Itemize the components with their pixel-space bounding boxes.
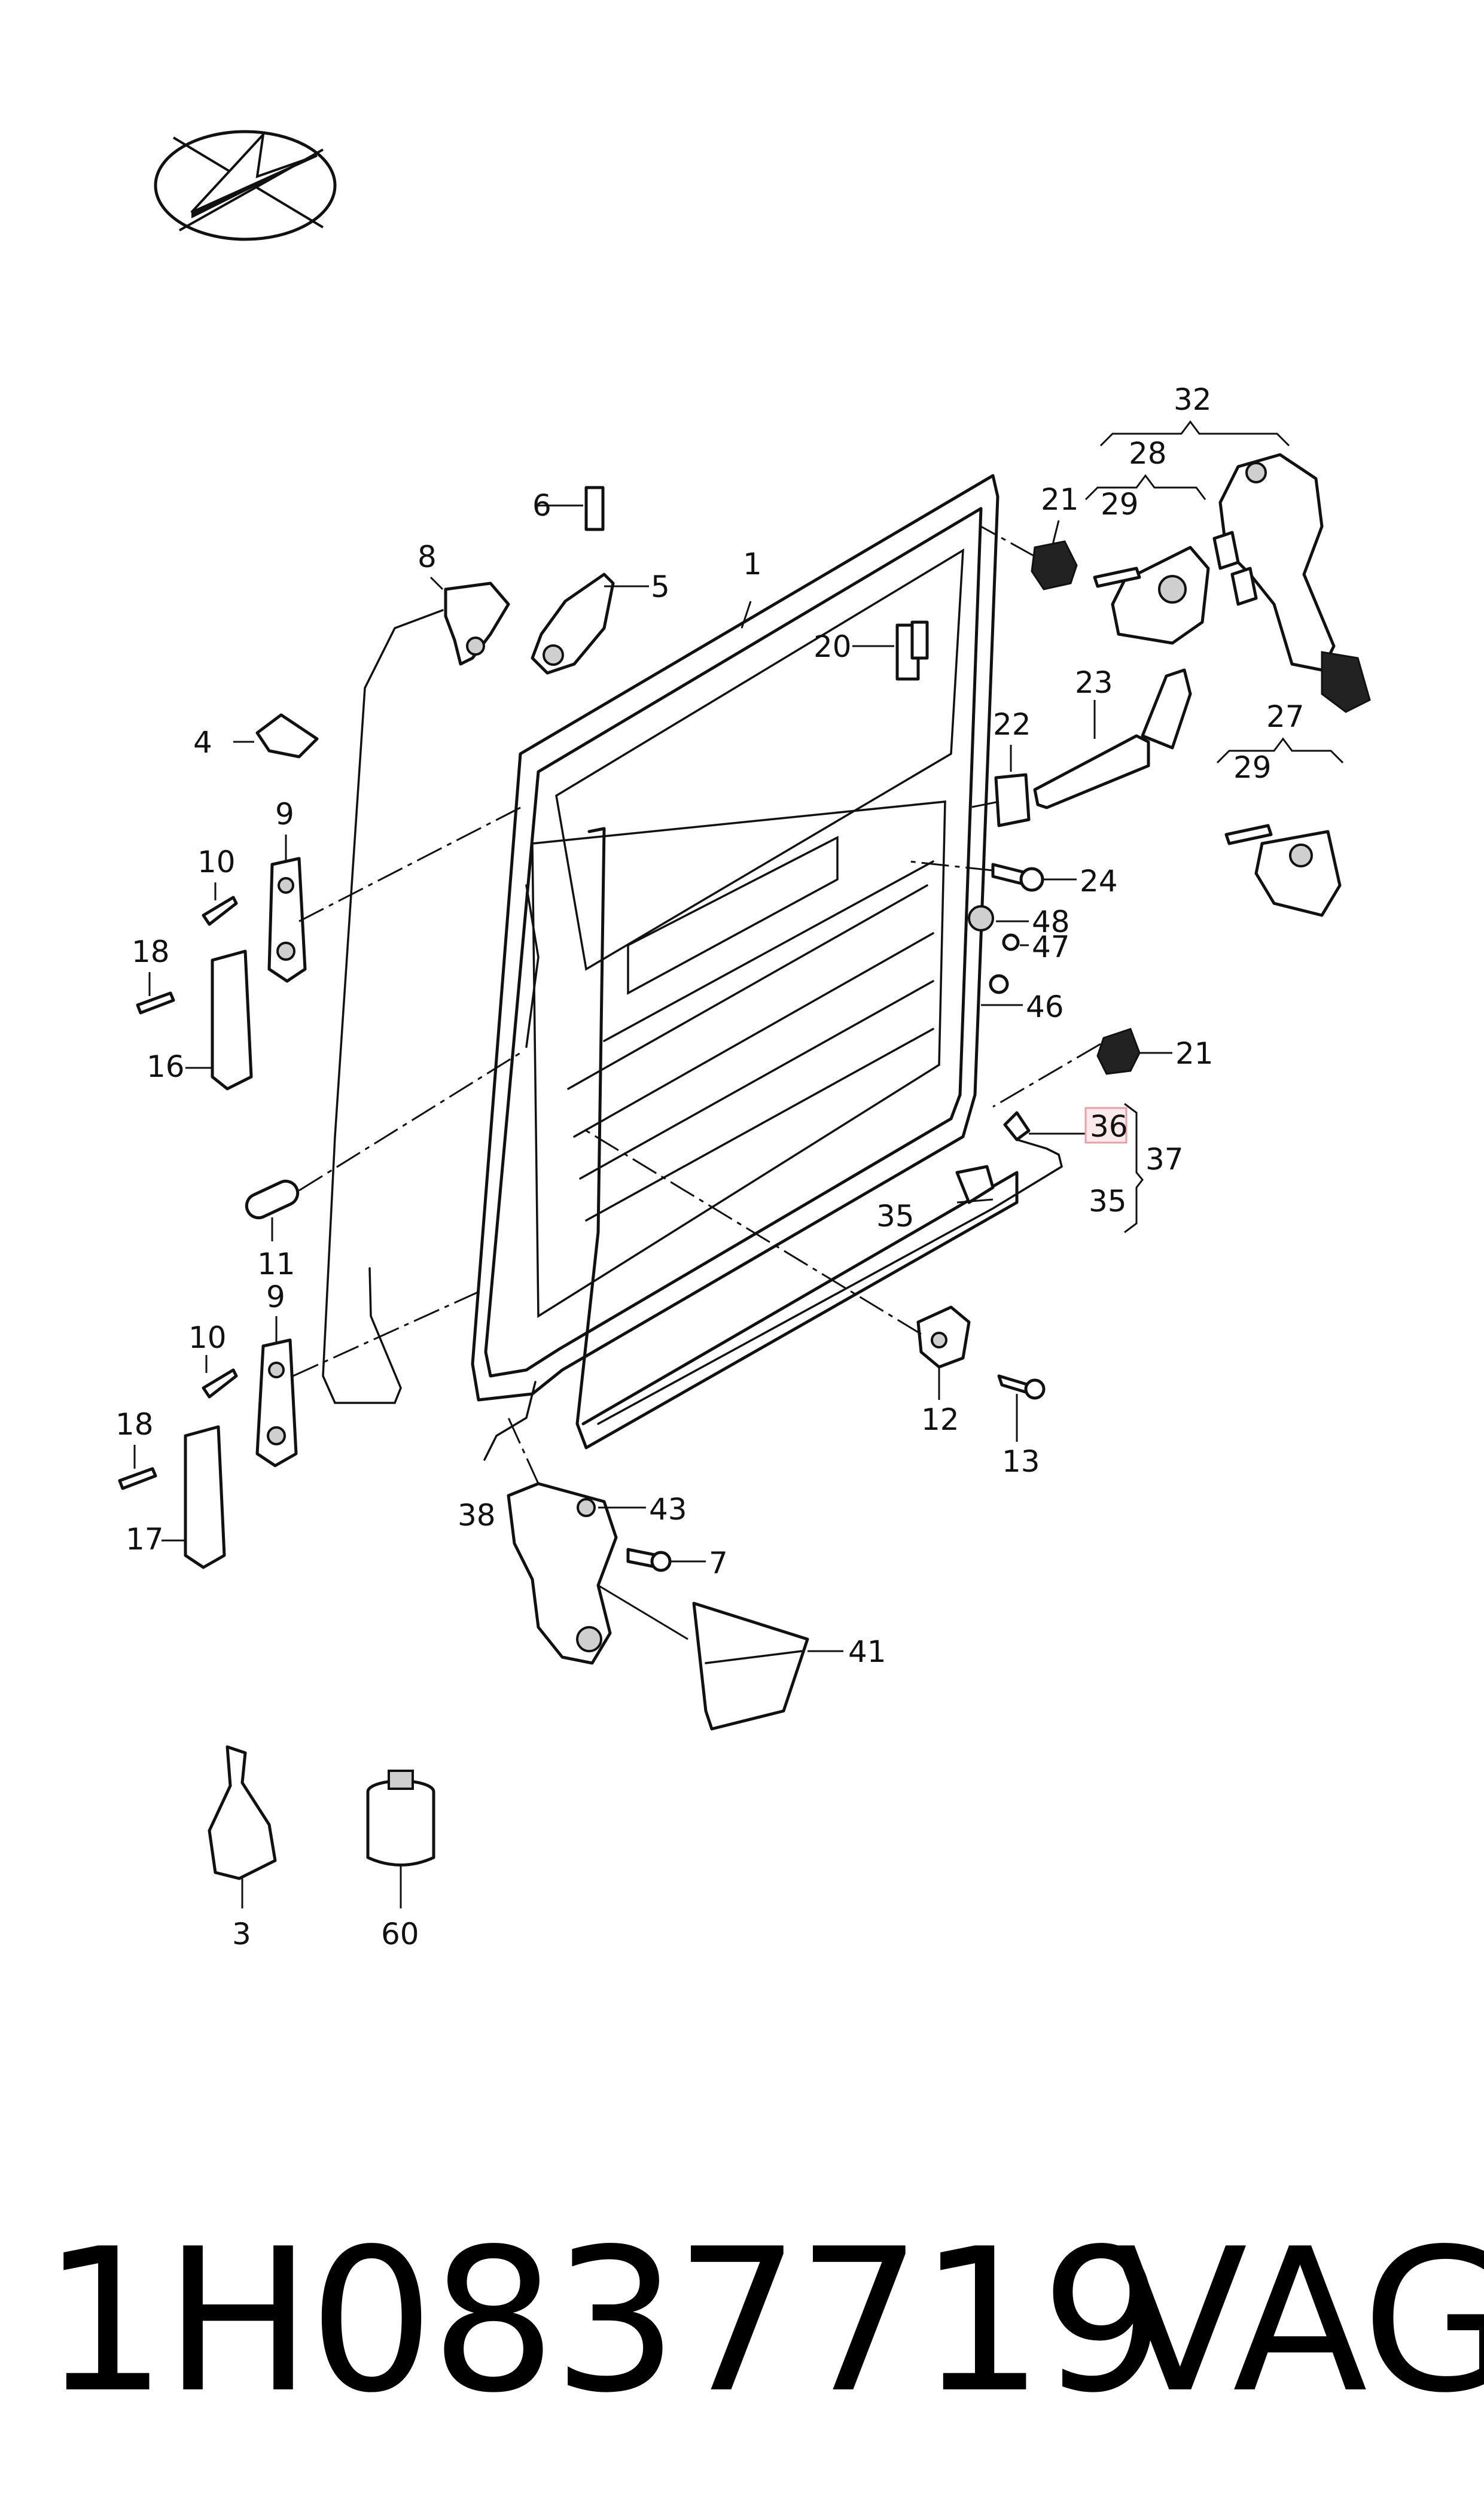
callout-24: 24	[1080, 864, 1118, 899]
footer: 1H0837719 VAG	[0, 2208, 1484, 2435]
hinge-assembly-lower	[118, 1288, 485, 1569]
door-cable	[322, 609, 444, 1404]
group-bracket-28	[1084, 474, 1206, 501]
bolt-13	[997, 1374, 1046, 1442]
canister-60	[366, 1770, 435, 1908]
grease-bag-3	[208, 1745, 277, 1908]
callout-9a: 9	[275, 797, 294, 832]
part-number: 1H0837719	[42, 2206, 1166, 2436]
callout-13: 13	[1002, 1444, 1040, 1479]
callout-12: 12	[921, 1402, 959, 1437]
lock-bracket-28	[1093, 546, 1210, 645]
bracket-8	[444, 581, 510, 666]
callout-22: 22	[993, 707, 1031, 742]
wire-38	[483, 1381, 537, 1461]
callout-9b: 9	[266, 1280, 285, 1314]
callout-35a: 35	[876, 1199, 915, 1234]
hinge-assembly-upper	[136, 806, 521, 1091]
callout-10b: 10	[188, 1320, 227, 1355]
callout-27: 27	[1266, 699, 1305, 734]
callout-5: 5	[651, 570, 670, 604]
callout-36: 36	[1090, 1109, 1128, 1144]
bolt-7	[626, 1548, 706, 1572]
cover-41	[598, 1584, 843, 1731]
callout-47: 47	[1032, 930, 1070, 964]
lower-hinge-43	[507, 1417, 646, 1665]
pad-4	[255, 713, 319, 759]
callout-21b: 21	[1175, 1036, 1214, 1071]
bumper-21-top	[980, 525, 1078, 590]
callout-37: 37	[1145, 1142, 1184, 1177]
sliding-door-panel	[471, 474, 1019, 1450]
callout-41: 41	[848, 1634, 886, 1669]
callout-21a: 21	[1041, 482, 1079, 517]
callout-28: 28	[1129, 436, 1167, 471]
block-22	[968, 745, 1031, 827]
callout-17: 17	[126, 1522, 164, 1557]
group-bracket-27	[1216, 737, 1344, 764]
callout-32: 32	[1174, 382, 1212, 417]
callout-23: 23	[1075, 665, 1113, 700]
callout-8: 8	[418, 540, 437, 574]
callout-11: 11	[257, 1247, 295, 1281]
rail-23	[1033, 668, 1192, 809]
callout-20: 20	[813, 629, 852, 664]
brand-name: VAG	[1113, 2206, 1484, 2436]
group-bracket-32	[1099, 420, 1290, 447]
bushing-11	[245, 1052, 521, 1220]
screw-24	[909, 860, 1077, 892]
callout-60: 60	[381, 1917, 419, 1951]
handle-12	[586, 1129, 971, 1400]
callout-6: 6	[532, 488, 551, 523]
callout-38: 38	[458, 1498, 496, 1533]
bolt-6	[538, 486, 605, 531]
bracket-27	[1224, 824, 1342, 917]
callout-29b: 29	[1233, 750, 1272, 785]
callout-29a: 29	[1101, 487, 1139, 522]
callout-16: 16	[147, 1049, 185, 1084]
guide-rod-35	[597, 1103, 1144, 1425]
callout-35b: 35	[1089, 1184, 1127, 1219]
callout-10a: 10	[197, 845, 236, 879]
callout-1: 1	[743, 547, 762, 581]
fasteners-46-47-48	[968, 905, 1029, 1006]
callout-43: 43	[649, 1492, 687, 1527]
upper-hinge	[531, 573, 649, 675]
callout-46: 46	[1026, 989, 1064, 1024]
callout-48: 48	[1032, 905, 1070, 939]
callout-36-highlight	[1084, 1107, 1128, 1144]
callout-7: 7	[709, 1546, 728, 1581]
callout-18b: 18	[115, 1407, 154, 1442]
callout-3: 3	[232, 1917, 251, 1951]
bumper-21-right	[992, 1028, 1172, 1108]
callout-4: 4	[193, 725, 212, 760]
guide-20	[852, 620, 929, 681]
actuator-32	[1212, 453, 1371, 713]
vw-logo-icon	[154, 130, 337, 241]
callout-18a: 18	[132, 934, 170, 969]
